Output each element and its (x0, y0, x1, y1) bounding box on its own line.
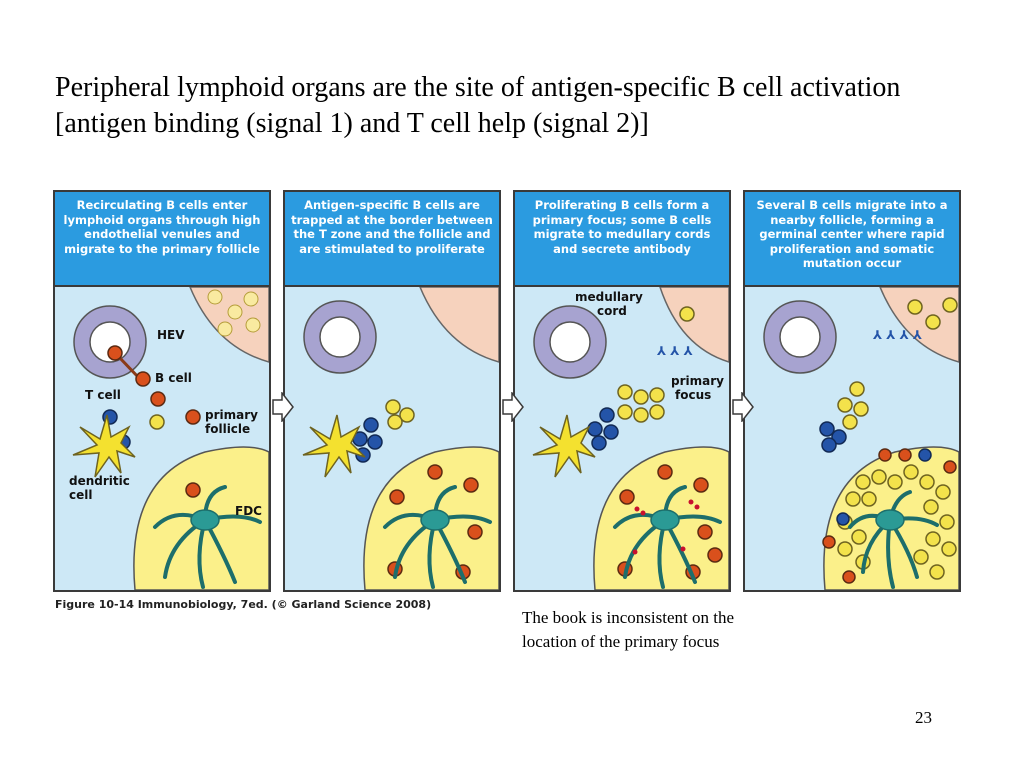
panel-2-header: Antigen-specific B cells are trapped at … (285, 192, 499, 287)
slide-title: Peripheral lymphoid organs are the site … (55, 72, 901, 139)
antibody-icon: ⅄ ⅄ ⅄ ⅄ (872, 328, 922, 342)
plasma-cell-cluster (207, 289, 261, 337)
antigen-fragments (632, 499, 700, 555)
b-cells (387, 464, 483, 580)
dendritic-cell (302, 414, 366, 478)
plasma-cell (679, 306, 695, 322)
primary-focus-cells (617, 384, 665, 423)
arrow-icon (732, 392, 754, 422)
medulla-region (879, 287, 959, 363)
b-cell (185, 409, 201, 425)
hev-vessel (533, 305, 607, 379)
figure-panel-4: Several B cells migrate into a nearby fo… (743, 190, 961, 592)
antibody-icon: ⅄ ⅄ ⅄ (656, 344, 693, 358)
b-cells (822, 448, 957, 584)
b-cell (150, 391, 166, 407)
figure-panel-1: Recirculating B cells enter lymphoid org… (53, 190, 271, 592)
arrow-icon (502, 392, 524, 422)
slide-note: The book is inconsistent on the location… (522, 608, 735, 651)
dendritic-cell (72, 414, 136, 478)
panel-1-header: Recirculating B cells enter lymphoid org… (55, 192, 269, 287)
medulla-region (419, 287, 499, 363)
panel-4-illustration: ⅄ ⅄ ⅄ ⅄ (763, 287, 959, 590)
figure-panel-2: Antigen-specific B cells are trapped at … (283, 190, 501, 592)
b-cell (149, 414, 165, 430)
b-cell (135, 371, 151, 387)
panel-2-illustration (302, 287, 499, 590)
hev-vessel (303, 300, 377, 374)
t-cells-in-follicle (836, 448, 932, 526)
arrow-icon (272, 392, 294, 422)
b-cell (185, 482, 201, 498)
medulla-region (659, 287, 729, 363)
t-cell-label: T cell (85, 388, 121, 402)
plasma-cells (907, 297, 958, 330)
b-cell (107, 345, 123, 361)
b-cell-label: B cell (155, 371, 192, 385)
hev-vessel (763, 300, 837, 374)
t-cell-cluster (819, 421, 847, 453)
t-cell-cluster (587, 407, 619, 451)
figure-panel-3: Proliferating B cells form a primary foc… (513, 190, 731, 592)
page-number: 23 (915, 708, 932, 727)
panel-4-header: Several B cells migrate into a nearby fo… (745, 192, 959, 287)
proliferating-b-cells (837, 381, 869, 430)
proliferating-b-cells (385, 399, 415, 430)
hev-label: HEV (157, 328, 185, 342)
hev-vessel (73, 305, 147, 379)
panel-3-header: Proliferating B cells form a primary foc… (515, 192, 729, 287)
figure-caption: Figure 10-14 Immunobiology, 7ed. (© Garl… (55, 598, 432, 611)
germinal-center-b-cells (837, 464, 957, 580)
fdc-label: FDC (235, 504, 262, 518)
dendritic-cell (532, 414, 596, 478)
t-cell-cluster (352, 417, 383, 463)
